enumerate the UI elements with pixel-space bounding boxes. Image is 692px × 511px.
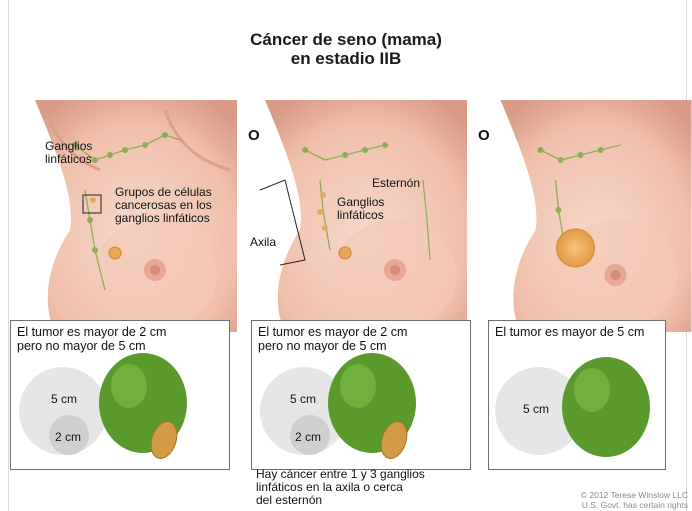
label-ganglios-2: Ganglios linfáticos <box>337 196 384 222</box>
inset-2: El tumor es mayor de 2 cm pero no mayor … <box>251 320 471 470</box>
inset-1: El tumor es mayor de 2 cm pero no mayor … <box>10 320 230 470</box>
inset-1-graphic <box>11 321 230 470</box>
label-grupos-celulas: Grupos de células cancerosas en los gang… <box>115 186 212 225</box>
bottom-note: Hay cáncer entre 1 y 3 ganglios linfátic… <box>256 468 425 507</box>
label-esternon: Esternón <box>372 177 420 190</box>
label-axila: Axila <box>250 236 276 249</box>
separator-or-1: O <box>248 127 260 144</box>
inset-3: El tumor es mayor de 5 cm 5 cm <box>488 320 666 470</box>
inset-1-circle-large-label: 5 cm <box>51 393 77 406</box>
title-line-2: en estadio IIB <box>0 49 692 68</box>
inset-2-graphic <box>252 321 471 470</box>
credit-line-1: © 2012 Terese Winslow LLC <box>581 490 688 500</box>
credit-line-2: U.S. Govt. has certain rights <box>581 500 688 510</box>
border-left <box>8 0 9 511</box>
figure-title: Cáncer de seno (mama) en estadio IIB <box>0 30 692 68</box>
credit: © 2012 Terese Winslow LLC U.S. Govt. has… <box>581 490 688 510</box>
inset-2-circle-large-label: 5 cm <box>290 393 316 406</box>
separator-or-2: O <box>478 127 490 144</box>
inset-3-graphic <box>489 321 666 470</box>
label-ganglios-1: Ganglios linfáticos <box>45 140 92 166</box>
inset-1-circle-small-label: 2 cm <box>55 431 81 444</box>
breast-illustration-3 <box>475 100 692 332</box>
title-line-1: Cáncer de seno (mama) <box>0 30 692 49</box>
inset-2-circle-small-label: 2 cm <box>295 431 321 444</box>
inset-3-circle-large-label: 5 cm <box>523 403 549 416</box>
